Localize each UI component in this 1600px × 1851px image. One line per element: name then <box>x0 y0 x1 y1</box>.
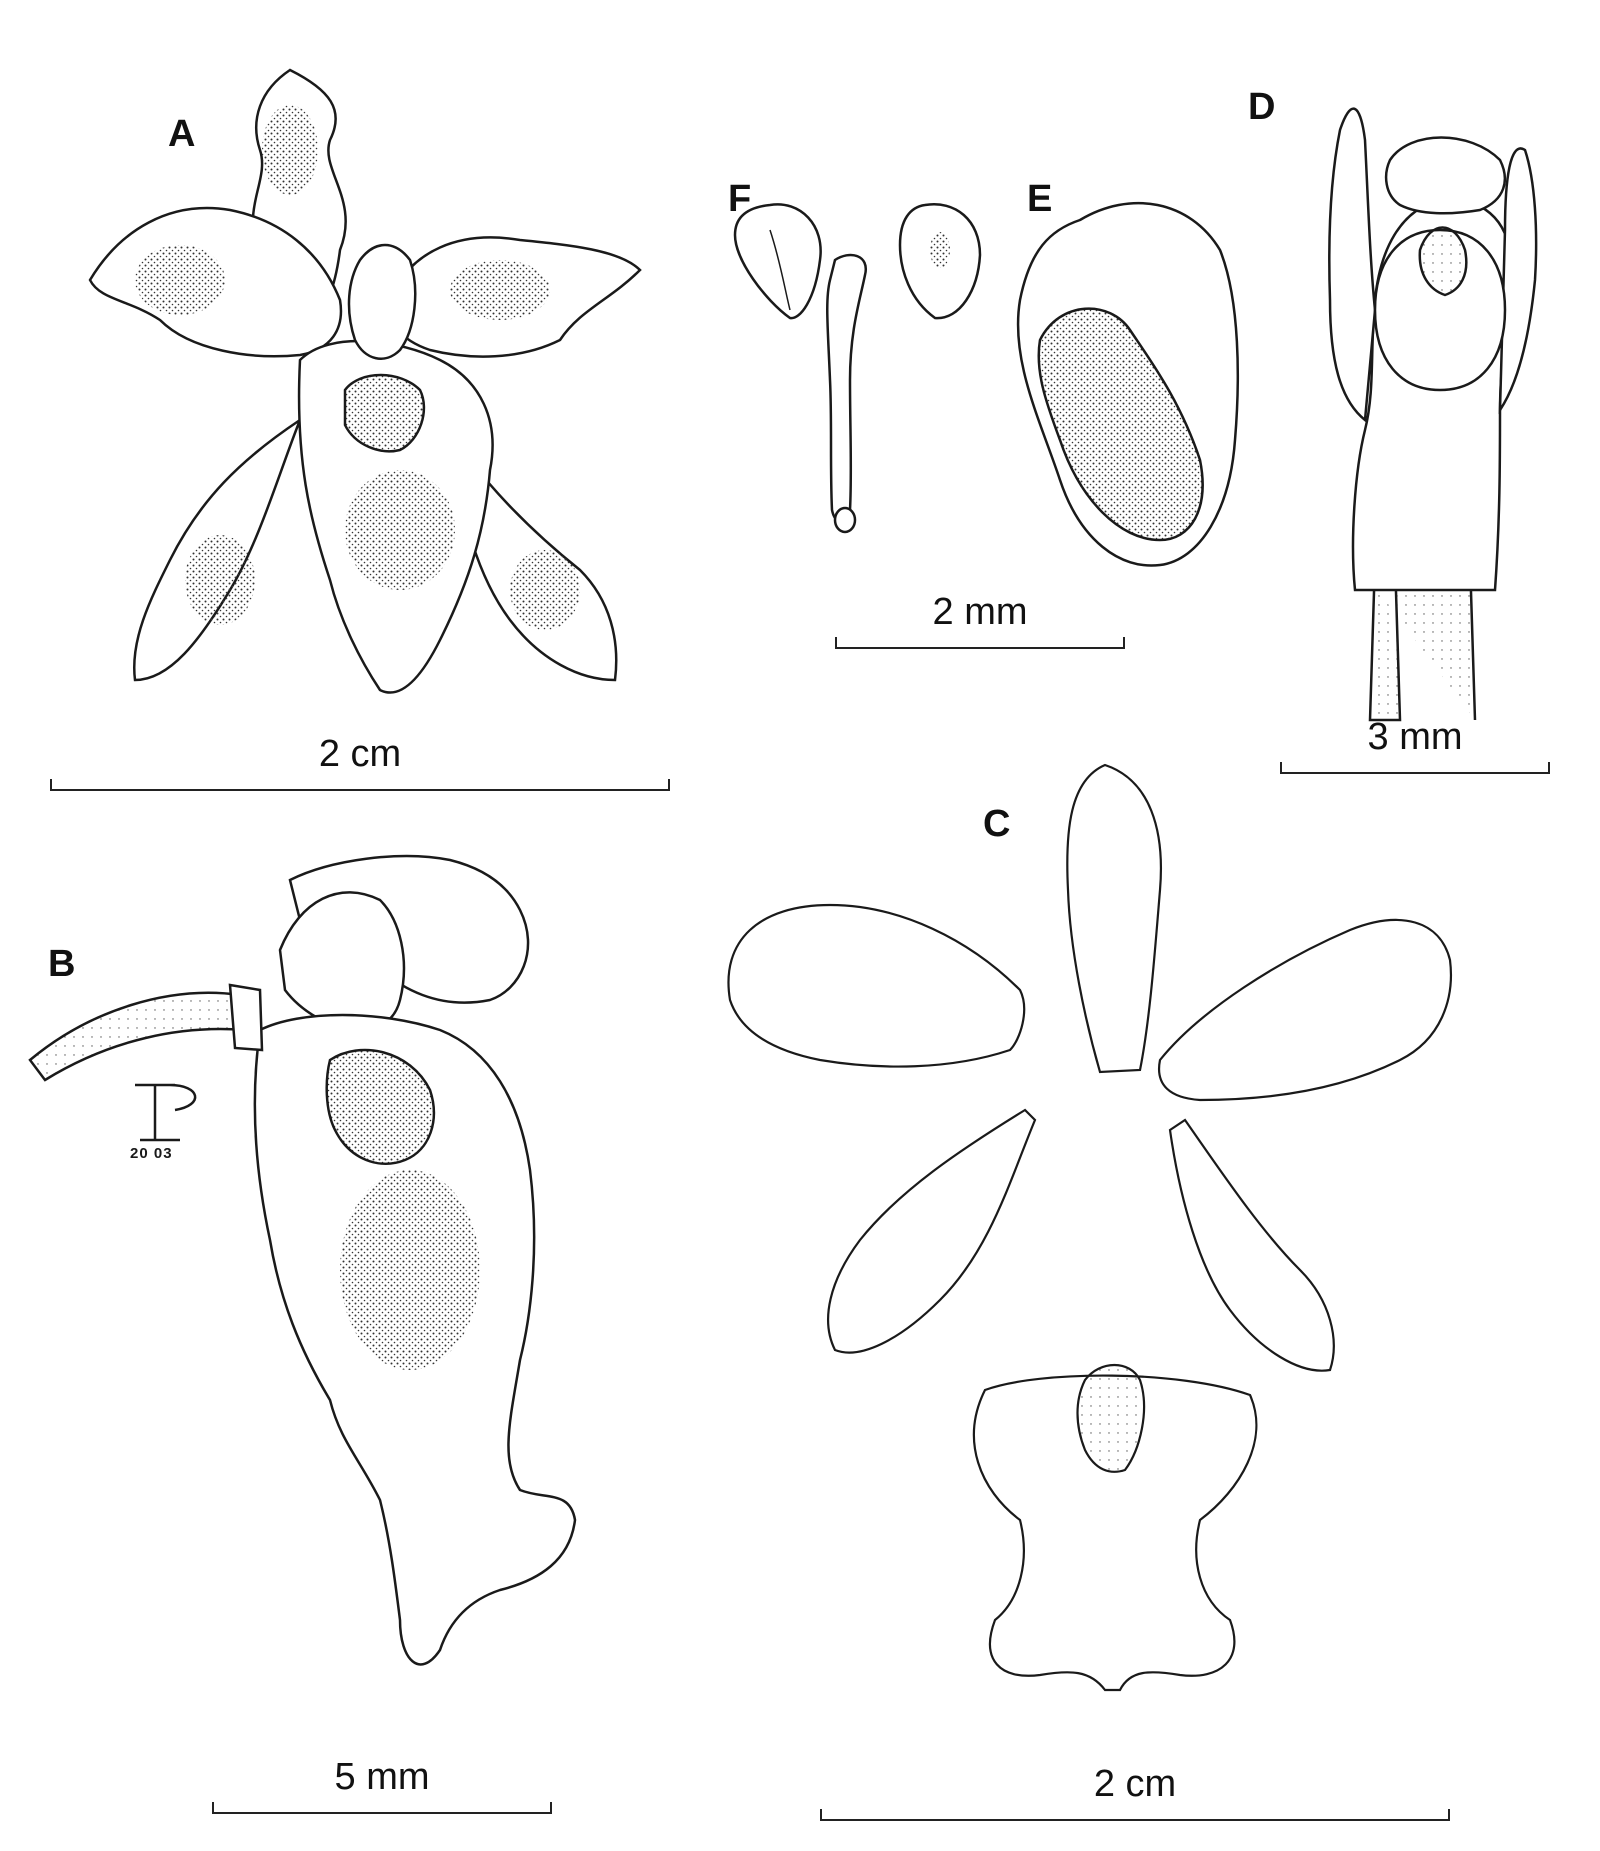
scale-line-ef <box>835 637 1125 649</box>
signature-date: 20 03 <box>130 1145 173 1162</box>
flat-dorsal-sepal <box>1066 763 1162 1074</box>
panel-label-f: F <box>728 178 752 220</box>
flat-right-lateral-sepal <box>1168 1118 1335 1372</box>
scale-line-d <box>1280 762 1550 774</box>
pedicel <box>28 991 247 1082</box>
flat-right-petal <box>1157 918 1452 1102</box>
column-wing-left <box>1328 107 1377 423</box>
scale-bar-b: 5 mm <box>212 1758 552 1814</box>
panel-e-anther-cap <box>1016 201 1240 567</box>
pollinium-left <box>733 203 822 320</box>
scale-label-d: 3 mm <box>1367 716 1463 758</box>
scale-bar-ef: 2 mm <box>835 593 1125 649</box>
panel-label-e: E <box>1027 178 1053 220</box>
stigma <box>1373 228 1507 392</box>
flat-labellum <box>972 1374 1258 1692</box>
panel-f-pollinarium <box>733 202 982 534</box>
panel-b-flower-side <box>28 854 577 1666</box>
scale-line-b <box>212 1802 552 1814</box>
flat-left-petal <box>727 903 1026 1068</box>
scale-label-c: 2 cm <box>1093 1763 1177 1805</box>
scale-label-ef: 2 mm <box>932 591 1028 633</box>
panel-a-flower-front <box>88 68 642 694</box>
panel-label-d: D <box>1248 86 1276 128</box>
panel-label-a: A <box>168 113 196 155</box>
anther-top <box>1384 136 1507 215</box>
flat-callus <box>1076 1364 1146 1473</box>
scale-bar-c: 2 cm <box>820 1765 1450 1821</box>
viscidium <box>833 506 857 534</box>
scale-label-b: 5 mm <box>334 1756 430 1798</box>
scale-line-a <box>50 779 670 791</box>
flat-left-lateral-sepal <box>827 1108 1037 1354</box>
panel-label-b: B <box>48 943 76 985</box>
column <box>347 243 417 360</box>
column-wing-right <box>1498 147 1538 415</box>
panel-c-perianth-dissected <box>727 763 1452 1692</box>
callus <box>343 373 426 453</box>
scale-bar-d: 3 mm <box>1280 718 1550 774</box>
scale-label-a: 2 cm <box>318 733 402 775</box>
artist-monogram <box>135 1083 197 1142</box>
rostellum <box>1418 226 1468 297</box>
panel-d-column <box>1328 107 1538 722</box>
stipe <box>826 253 868 523</box>
panel-label-c: C <box>983 803 1011 845</box>
scale-line-c <box>820 1809 1450 1821</box>
scale-bar-a: 2 cm <box>50 735 670 791</box>
